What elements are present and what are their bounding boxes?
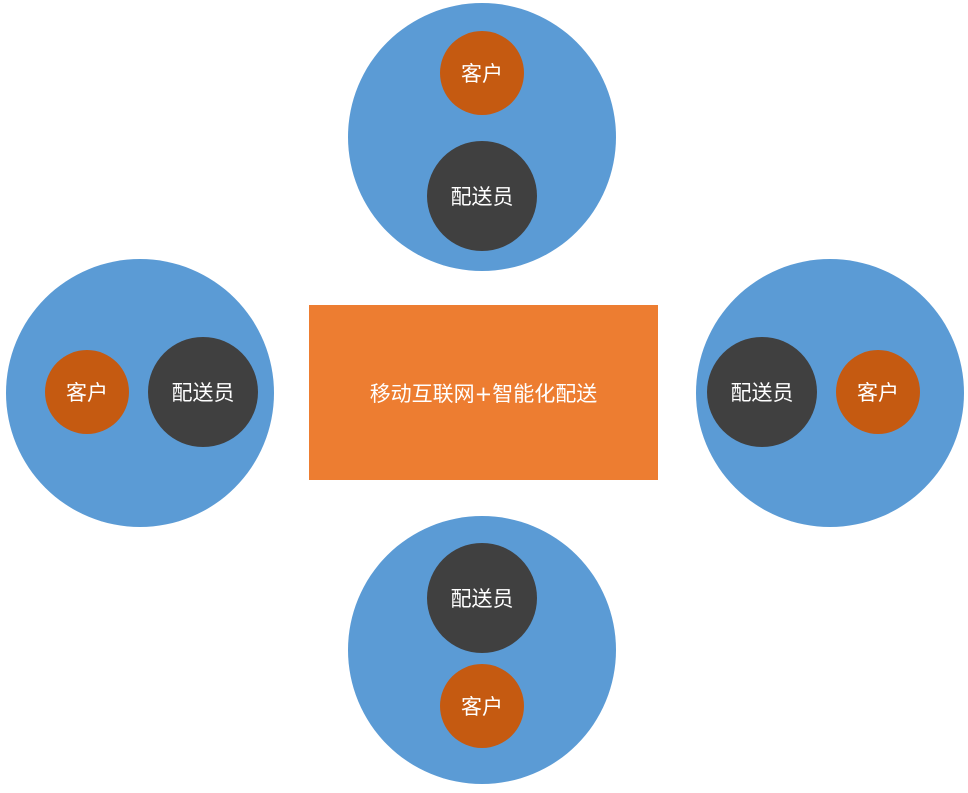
customer-label: 客户 xyxy=(66,381,108,405)
courier-node-left: 配送员 xyxy=(148,337,258,447)
customer-label: 客户 xyxy=(461,695,503,719)
courier-label: 配送员 xyxy=(730,381,794,405)
courier-node-right: 配送员 xyxy=(707,337,817,447)
courier-node-top: 配送员 xyxy=(427,141,537,251)
customer-node-top: 客户 xyxy=(440,31,524,115)
courier-node-bottom: 配送员 xyxy=(427,543,537,653)
courier-label: 配送员 xyxy=(171,381,235,405)
center-label: 移动互联网+智能化配送 xyxy=(369,381,598,406)
customer-label: 客户 xyxy=(857,381,899,405)
customer-node-bottom: 客户 xyxy=(440,664,524,748)
courier-label: 配送员 xyxy=(450,185,514,209)
customer-label: 客户 xyxy=(461,62,503,86)
customer-node-right: 客户 xyxy=(836,350,920,434)
courier-label: 配送员 xyxy=(450,587,514,611)
center-box: 移动互联网+智能化配送 xyxy=(309,305,658,480)
customer-node-left: 客户 xyxy=(45,350,129,434)
